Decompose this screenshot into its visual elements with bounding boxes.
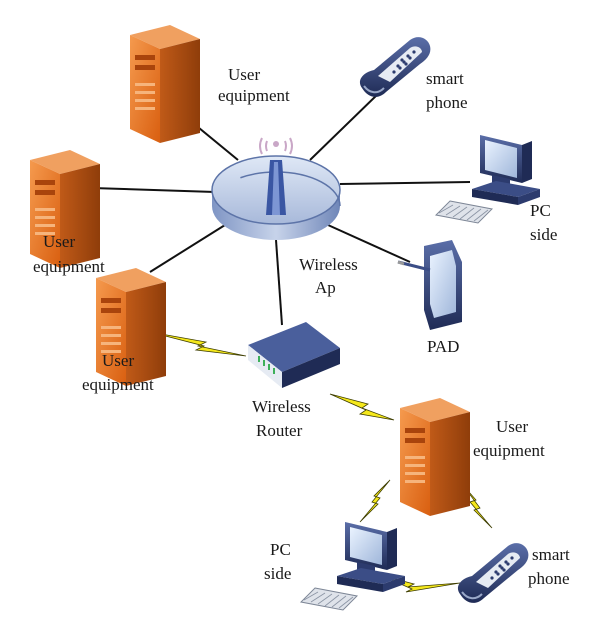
phone-top-label: smart phone: [426, 69, 468, 112]
smartphone-icon: [358, 36, 432, 98]
ap-label: Wireless Ap: [299, 255, 362, 297]
lightning-bolt-icon: [359, 479, 391, 523]
link-ap-pc-right: [339, 181, 471, 185]
ue-top-label: User equipment: [218, 65, 290, 105]
server-icon: [130, 25, 200, 143]
desktop-pc-icon: [435, 134, 541, 224]
link-ap-pad: [327, 224, 411, 263]
pc-bottom-label: PC side: [264, 540, 295, 583]
connection-lines: [91, 91, 471, 326]
ue-right-label: User equipment: [473, 417, 545, 460]
smartphone-icon: [456, 542, 530, 604]
ue-lower-label: User equipment: [82, 351, 154, 394]
server-icon: [400, 398, 470, 516]
pc-right-label: PC side: [530, 201, 557, 244]
router-label: Wireless Router: [252, 397, 315, 440]
lightning-bolt-icon: [329, 393, 395, 421]
desktop-pc-icon: [300, 521, 406, 611]
router-icon: [248, 322, 340, 388]
lightning-bolt-icon: [149, 331, 247, 357]
tablet-icon: [397, 240, 462, 330]
link-ap-phone-top: [309, 91, 381, 161]
link-ap-ue-left: [91, 187, 216, 193]
phone-bottom-label: smart phone: [528, 545, 574, 588]
ue-left-label: User equipment: [33, 232, 105, 276]
access-point-icon: [211, 137, 341, 241]
pad-label: PAD: [427, 337, 459, 356]
link-ap-router: [275, 239, 283, 326]
link-ap-ue-lower: [149, 224, 226, 273]
lightning-bolt-icon: [461, 483, 493, 529]
